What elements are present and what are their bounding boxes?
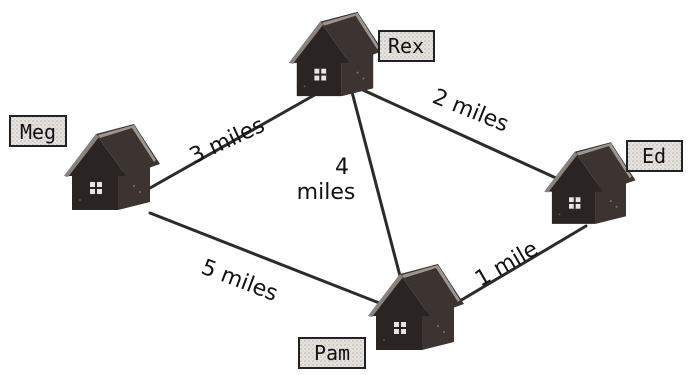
house-icon	[287, 10, 384, 98]
road-label-meg-pam: 5 miles	[198, 255, 281, 307]
road-rex-ed	[350, 83, 558, 180]
road-label-rex-pam-line2: miles	[297, 180, 356, 205]
house-icon	[367, 263, 465, 351]
road-meg-pam	[148, 211, 394, 310]
roads	[148, 83, 588, 310]
road-meg-rex	[148, 91, 320, 190]
road-pam-ed	[446, 224, 588, 310]
name-meg: Meg	[20, 120, 56, 144]
name-tag-meg: Meg	[9, 115, 67, 147]
name-rex: Rex	[388, 34, 424, 58]
name-tag-ed: Ed	[626, 140, 683, 172]
name-pam: Pam	[314, 341, 350, 365]
road-label-rex-ed: 2 miles	[429, 84, 512, 137]
road-rex-pam	[350, 90, 402, 278]
road-label-pam-ed: 1 mile	[471, 236, 543, 292]
road-label-rex-pam-line1: 4	[335, 155, 349, 180]
name-tag-pam: Pam	[298, 337, 366, 369]
house-icon	[543, 141, 637, 225]
name-ed: Ed	[642, 144, 666, 168]
name-tag-rex: Rex	[378, 30, 435, 62]
road-label-meg-rex: 3 miles	[186, 113, 269, 169]
house-icon	[63, 123, 161, 211]
